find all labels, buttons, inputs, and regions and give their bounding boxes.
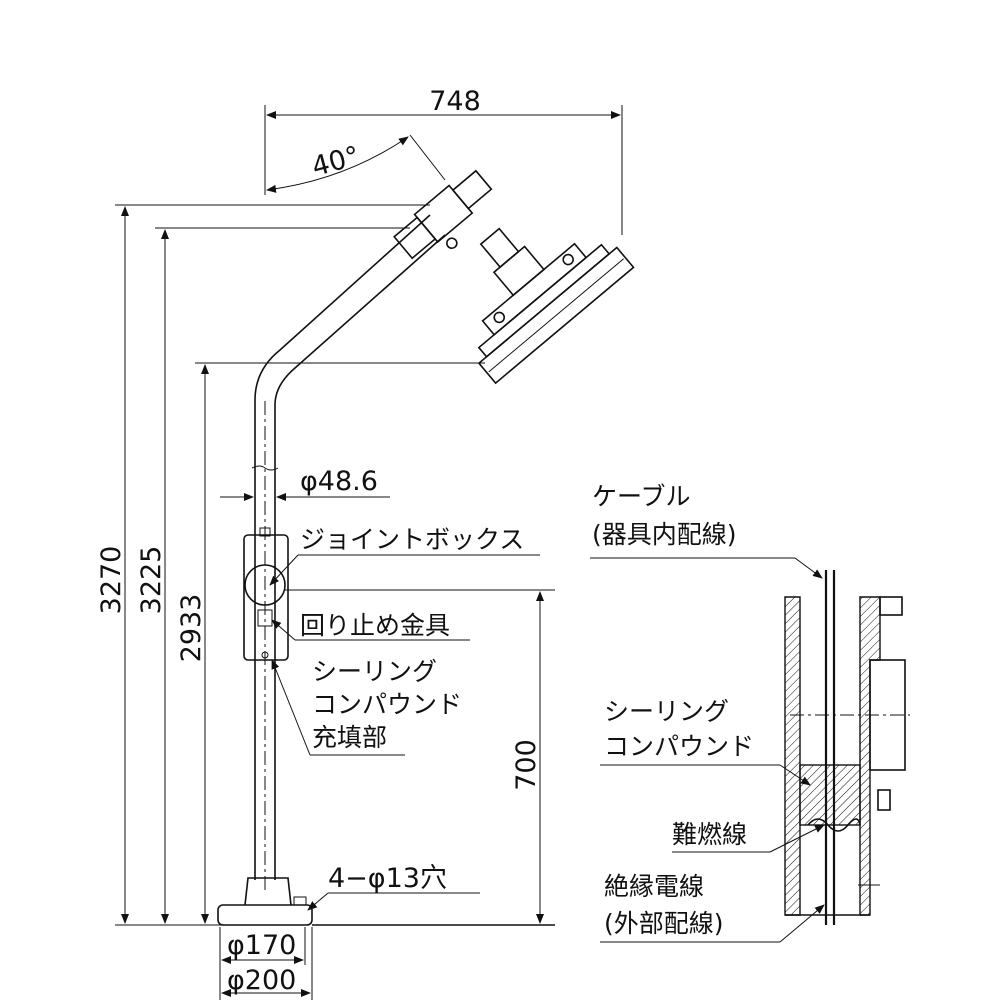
dim-pole-diameter: φ48.6 bbox=[220, 466, 390, 501]
dim-3270-label: 3270 bbox=[96, 546, 127, 615]
joint-box-callout: ジョイントボックス bbox=[269, 525, 540, 586]
dim-700-label: 700 bbox=[511, 739, 542, 791]
dim-700: 700 bbox=[285, 589, 555, 924]
sealing-fitting-section bbox=[784, 570, 910, 925]
dim-200-label: φ200 bbox=[227, 965, 296, 996]
base-holes-label: 4−φ13穴 bbox=[328, 863, 447, 894]
pole bbox=[251, 169, 493, 890]
cable-label-2: (器具内配線) bbox=[592, 520, 737, 549]
dim-748-label: 748 bbox=[429, 86, 481, 117]
sealing-fill-label-2: コンパウンド bbox=[312, 690, 462, 719]
anti-rotation-label: 回り止め金具 bbox=[300, 611, 450, 640]
insulated-wire-label-1: 絶縁電線 bbox=[604, 872, 704, 901]
sealing-fill-callout: シーリング コンパウンド 充填部 bbox=[271, 657, 462, 756]
dim-base: φ170 φ200 4−φ13穴 bbox=[219, 863, 480, 1000]
sealing-fill-label-1: シーリング bbox=[312, 657, 437, 686]
dim-angle-label: 40° bbox=[309, 141, 363, 183]
insulated-wire-label-2: (外部配線) bbox=[604, 909, 724, 938]
dim-angle: 40° bbox=[266, 134, 446, 193]
sealing-label-2: コンパウンド bbox=[604, 732, 754, 761]
dim-170-label: φ170 bbox=[227, 930, 296, 961]
dim-2933: 2933 bbox=[176, 362, 485, 924]
dim-748: 748 bbox=[264, 86, 623, 235]
dim-3270: 3270 bbox=[96, 204, 430, 926]
cable-label-1: ケーブル bbox=[592, 482, 691, 511]
joint-box-label: ジョイントボックス bbox=[300, 525, 524, 554]
flame-wire-callout: 難燃線 bbox=[672, 820, 825, 853]
dim-2933-label: 2933 bbox=[176, 594, 207, 663]
sealing-callout: シーリング コンパウンド bbox=[600, 697, 811, 786]
sealing-fill-label-3: 充填部 bbox=[312, 723, 387, 752]
sealing-label-1: シーリング bbox=[604, 697, 729, 726]
anti-rotation-callout: 回り止め金具 bbox=[271, 611, 470, 641]
flame-wire-label: 難燃線 bbox=[672, 820, 747, 849]
insulated-wire-callout: 絶縁電線 (外部配線) bbox=[600, 872, 825, 943]
dim-3225: 3225 bbox=[136, 227, 410, 924]
cable-callout: ケーブル (器具内配線) bbox=[590, 482, 823, 579]
joint-box bbox=[243, 527, 289, 661]
dim-pole-diameter-label: φ48.6 bbox=[300, 466, 378, 497]
dim-3225-label: 3225 bbox=[136, 546, 167, 615]
base bbox=[217, 877, 555, 926]
luminaire bbox=[477, 227, 635, 385]
